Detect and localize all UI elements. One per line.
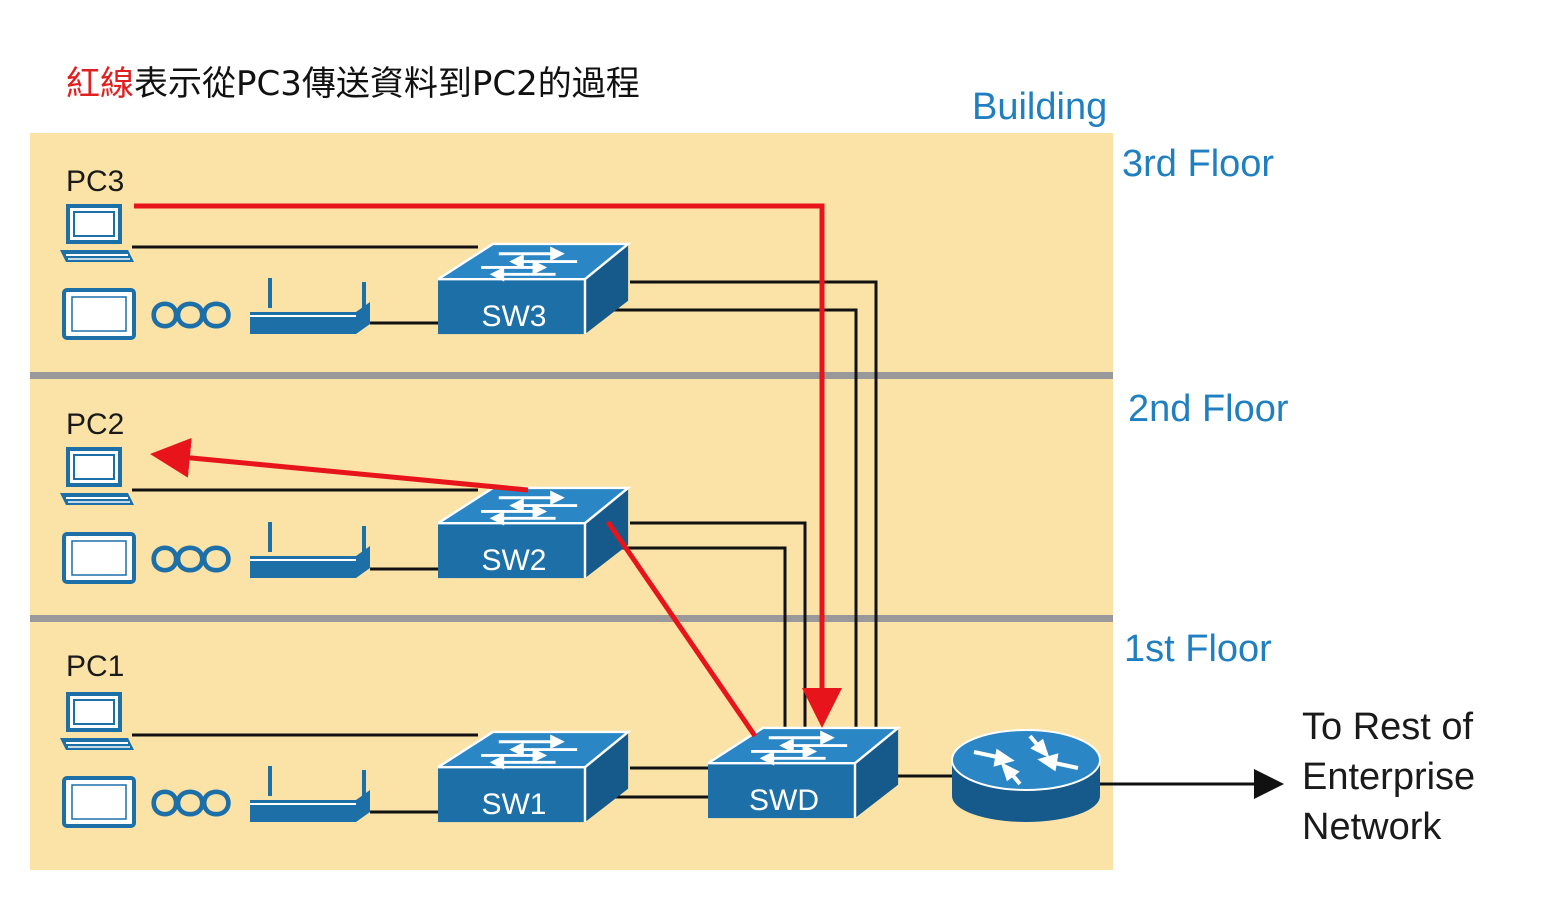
destination-line-3: Network [1302,806,1442,848]
swd-label: SWD [749,784,819,817]
destination-line-1: To Rest of [1302,706,1474,748]
floor-divider-2-1 [30,615,1113,622]
data-path [134,203,842,738]
floor-3-label: 3rd Floor [1122,143,1275,185]
building-label: Building [972,86,1108,128]
floor-2-label: 2nd Floor [1128,388,1289,430]
pc2-label: PC2 [66,408,125,441]
path-swd-to-sw2 [605,520,758,738]
sw1-label: SW1 [481,788,546,821]
title-rest: 表示從PC3傳送資料到PC2的過程 [134,64,640,104]
floor-divider-3-2 [30,372,1113,379]
destination-label: To Rest of Enterprise Network [1302,702,1475,852]
sw3-label: SW3 [481,300,546,333]
floor-1-label: 1st Floor [1124,628,1272,670]
laptop-icon [62,288,136,340]
path-pc3-to-swd [134,203,842,728]
laptop-icon [62,776,136,828]
laptop-icon [62,532,136,584]
cables [132,245,955,814]
router-icon[interactable] [951,729,1101,822]
pc1-label: PC1 [66,650,125,683]
destination-line-2: Enterprise [1302,756,1476,798]
diagram-title: 紅線表示從PC3傳送資料到PC2的過程 [66,56,640,105]
sw2-label: SW2 [481,544,546,577]
pc3-label: PC3 [66,165,125,198]
title-highlight: 紅線 [66,64,134,104]
path-sw2-to-pc2 [150,437,529,493]
